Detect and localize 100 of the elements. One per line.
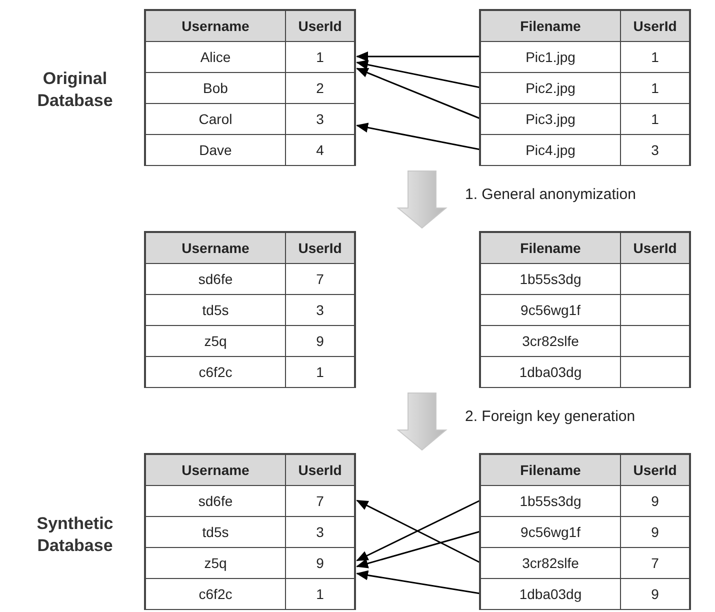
table-cell: 3 xyxy=(316,302,324,318)
table-row xyxy=(480,578,690,610)
table-cell: td5s xyxy=(202,524,229,540)
table-row xyxy=(480,356,690,388)
header-cell: Username xyxy=(182,18,250,34)
table-row xyxy=(480,485,690,517)
header-cell: UserId xyxy=(633,240,677,256)
table-cell: 1b55s3dg xyxy=(520,493,582,509)
table-cell: 1 xyxy=(651,111,659,127)
table-cell: 7 xyxy=(651,555,659,571)
data-table xyxy=(480,10,690,165)
table-row xyxy=(145,325,355,357)
table-cell: 3 xyxy=(651,142,659,158)
table-cell: c6f2c xyxy=(198,364,232,380)
header-cell: UserId xyxy=(298,18,342,34)
table-cell: 1dba03dg xyxy=(519,586,582,602)
table-cell: z5q xyxy=(204,333,227,349)
edge-label: 2. Foreign key generation xyxy=(465,408,636,425)
table-row xyxy=(480,134,690,166)
table-row xyxy=(145,263,355,295)
data-table xyxy=(145,232,355,387)
table-cell: Alice xyxy=(200,49,231,65)
table-row xyxy=(480,103,690,135)
table-cell: 7 xyxy=(316,493,324,509)
header-cell: UserId xyxy=(633,462,677,478)
table-cell: 9 xyxy=(651,586,659,602)
side-label: Synthetic Database xyxy=(36,513,114,557)
data-table xyxy=(145,10,355,165)
table-cell: 3 xyxy=(316,524,324,540)
arrow xyxy=(356,68,480,120)
table-row xyxy=(480,516,690,548)
side-label: Original Database xyxy=(36,68,114,112)
table-row xyxy=(145,485,355,517)
arrow xyxy=(356,530,480,568)
table-cell: Pic1.jpg xyxy=(526,49,576,65)
table-row xyxy=(145,294,355,326)
table-cell: 4 xyxy=(316,142,324,158)
header-cell: UserId xyxy=(298,240,342,256)
header-cell: Filename xyxy=(520,462,581,478)
table-cell: 1dba03dg xyxy=(519,364,582,380)
block-arrow xyxy=(396,392,448,451)
table-cell: Bob xyxy=(203,80,228,96)
edge-label: 1. General anonymization xyxy=(465,186,636,203)
table-row xyxy=(145,72,355,104)
header-cell: UserId xyxy=(298,462,342,478)
table-cell: Dave xyxy=(199,142,232,158)
table-row xyxy=(480,547,690,579)
table-cell: 9 xyxy=(316,333,324,349)
arrow xyxy=(356,122,480,150)
table-row xyxy=(480,294,690,326)
table-cell: 9 xyxy=(651,493,659,509)
table-cell: sd6fe xyxy=(198,271,233,287)
header-row xyxy=(145,232,355,264)
table-cell: 2 xyxy=(316,80,324,96)
table-cell: 1 xyxy=(651,80,659,96)
table-cell: 1 xyxy=(651,49,659,65)
header-row xyxy=(480,10,690,42)
table-row xyxy=(480,263,690,295)
table-row xyxy=(480,325,690,357)
table-cell: Pic2.jpg xyxy=(526,80,576,96)
table-cell: td5s xyxy=(202,302,229,318)
header-row xyxy=(480,232,690,264)
arrow xyxy=(356,60,480,88)
arrow xyxy=(356,52,480,62)
header-row xyxy=(480,454,690,486)
data-table xyxy=(480,232,690,387)
header-cell: UserId xyxy=(633,18,677,34)
table-row xyxy=(480,41,690,73)
table-cell: c6f2c xyxy=(198,586,232,602)
table-cell: 9c56wg1f xyxy=(520,302,580,318)
header-cell: Username xyxy=(182,462,250,478)
table-cell: 9 xyxy=(651,524,659,540)
table-row xyxy=(145,103,355,135)
table-cell: 9 xyxy=(316,555,324,571)
header-row xyxy=(145,454,355,486)
arrow xyxy=(356,570,480,594)
table-cell: Pic4.jpg xyxy=(526,142,576,158)
table-row xyxy=(145,516,355,548)
table-row xyxy=(145,547,355,579)
table-cell: Pic3.jpg xyxy=(526,111,576,127)
header-cell: Filename xyxy=(520,240,581,256)
table-row xyxy=(145,41,355,73)
table-cell: 1 xyxy=(316,49,324,65)
table-cell: 3cr82slfe xyxy=(522,555,579,571)
table-row xyxy=(145,134,355,166)
table-cell: 9c56wg1f xyxy=(520,524,580,540)
table-row xyxy=(145,356,355,388)
table-cell: sd6fe xyxy=(198,493,233,509)
data-table xyxy=(145,454,355,609)
table-cell: z5q xyxy=(204,555,227,571)
header-cell: Filename xyxy=(520,18,581,34)
table-row xyxy=(480,72,690,104)
header-cell: Username xyxy=(182,240,250,256)
block-arrow xyxy=(396,170,448,229)
table-cell: 1 xyxy=(316,364,324,380)
table-row xyxy=(145,578,355,610)
table-cell: 1b55s3dg xyxy=(520,271,582,287)
table-cell: 3 xyxy=(316,111,324,127)
table-cell: 3cr82slfe xyxy=(522,333,579,349)
table-cell: 7 xyxy=(316,271,324,287)
